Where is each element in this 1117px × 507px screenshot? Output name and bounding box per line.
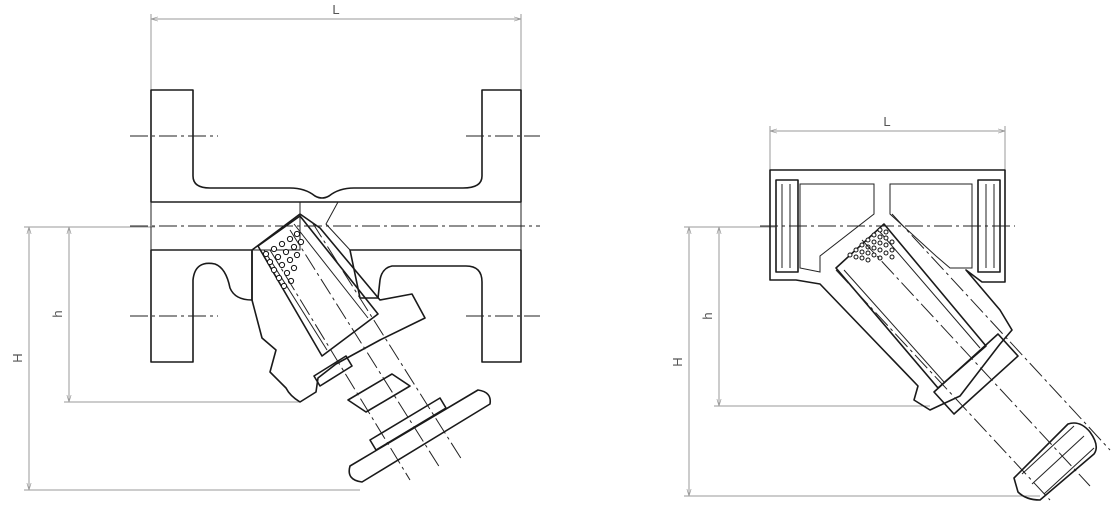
dimension-L-right: L bbox=[769, 114, 1006, 170]
screen-perforation bbox=[262, 230, 305, 290]
dimension-h-right: h bbox=[700, 227, 930, 407]
screen-inner-line bbox=[879, 231, 981, 349]
lower-left-flange-section bbox=[150, 249, 253, 363]
dimension-H-left: H bbox=[10, 226, 360, 491]
dimension-L-label-right: L bbox=[883, 114, 890, 129]
threaded-screen-perforation bbox=[847, 227, 895, 263]
strainer-leg-section bbox=[251, 213, 426, 403]
screen-inner-line bbox=[843, 269, 945, 383]
lower-right-flange-section bbox=[349, 249, 522, 363]
outlet-thread bbox=[977, 179, 1001, 273]
drain-plug bbox=[313, 355, 492, 483]
threaded-body-cavity bbox=[799, 183, 875, 273]
threaded-plug-nut bbox=[1013, 422, 1098, 501]
threaded-body-section bbox=[769, 169, 1013, 411]
dimension-L-label: L bbox=[332, 2, 339, 17]
centerlines-left bbox=[130, 135, 540, 481]
dimension-L-left: L bbox=[150, 2, 522, 90]
upper-body-section bbox=[150, 89, 522, 203]
inlet-bore bbox=[150, 201, 301, 251]
screen-inner-line bbox=[263, 249, 328, 351]
centerlines-right bbox=[760, 213, 1111, 501]
threaded-strainer-screen bbox=[835, 223, 987, 389]
threaded-strainer-drawing: L H h bbox=[670, 114, 1111, 501]
threaded-cap bbox=[933, 333, 1019, 415]
dimension-H-label: H bbox=[10, 353, 25, 362]
threaded-body-cavity-right bbox=[889, 183, 973, 269]
flanged-strainer-drawing: L H h bbox=[10, 2, 540, 491]
inlet-thread bbox=[775, 179, 799, 273]
dimension-H-right: H bbox=[670, 226, 1040, 497]
outlet-bore bbox=[325, 201, 522, 251]
screen-inner-line bbox=[293, 223, 369, 319]
dimension-h-left: h bbox=[50, 227, 300, 403]
dimension-h-label: h bbox=[50, 310, 65, 317]
dimension-H-label-right: H bbox=[670, 357, 685, 366]
dimension-h-label-right: h bbox=[700, 312, 715, 319]
